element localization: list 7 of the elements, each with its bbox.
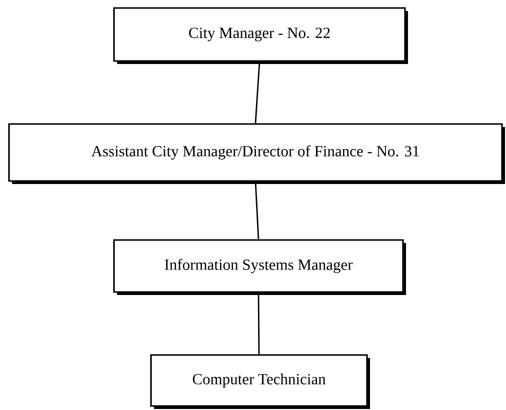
position-box: Assistant City Manager/Director of Finance - No. 31 xyxy=(8,123,505,184)
position-box: City Manager - No. 22 xyxy=(113,7,408,64)
connector-line xyxy=(254,62,260,124)
connector-line xyxy=(258,292,260,354)
connector-line xyxy=(254,182,260,240)
position-box: Information Systems Manager xyxy=(113,239,406,295)
position-box: Computer Technician xyxy=(150,354,370,409)
